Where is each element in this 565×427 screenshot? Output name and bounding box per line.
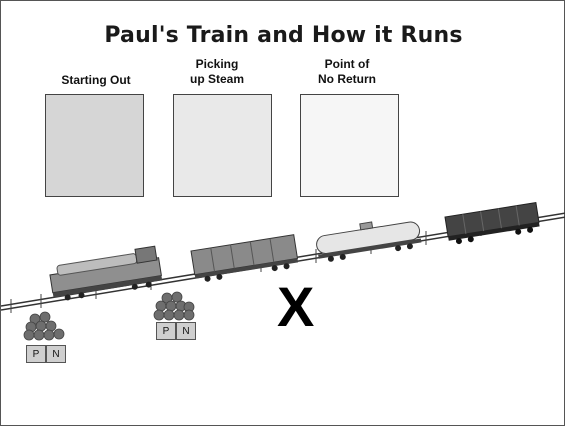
dark-boxcar	[445, 203, 540, 246]
locomotive	[48, 246, 163, 303]
token-stack-1-balls	[24, 312, 64, 340]
n-label: N	[46, 345, 66, 363]
token-stack-2-balls	[154, 292, 194, 320]
token-stack-1-pn-box: P N	[26, 345, 66, 363]
x-marker: X	[277, 279, 314, 335]
p-label: P	[156, 322, 176, 340]
p-label: P	[26, 345, 46, 363]
token-stack-2-pn-box: P N	[156, 322, 196, 340]
n-label: N	[176, 322, 196, 340]
tank-car	[314, 215, 422, 264]
